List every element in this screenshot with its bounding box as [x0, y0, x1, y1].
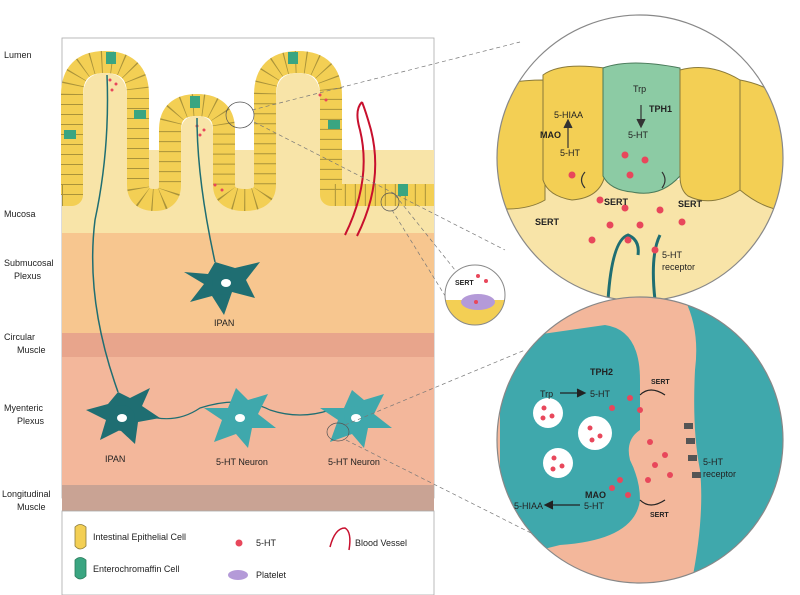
top-hiaa-label: 5-HIAA	[554, 110, 583, 120]
blood-vessel	[344, 101, 365, 236]
zoom-ring-villus	[225, 101, 255, 129]
ht-neuron-label-2: 5-HT Neuron	[328, 457, 380, 467]
bottom-hiaa-label: 5-HIAA	[514, 501, 543, 511]
ipan-fiber	[196, 117, 216, 263]
zoom-ring-vessel	[380, 192, 400, 212]
top-sert-1: SERT	[535, 217, 560, 227]
top-mao-label: MAO	[540, 130, 561, 140]
enterochromaffin-cells	[64, 52, 408, 196]
zoom-ring-synapse	[326, 422, 350, 442]
layer-label-circular: Circular	[4, 332, 35, 342]
top-receptor-label-1: 5-HT	[662, 250, 683, 260]
epithelial-cell	[542, 65, 606, 201]
circular-muscle-layer	[62, 333, 434, 357]
submucosal-layer	[62, 233, 434, 333]
layer-label-submucosal: Submucosal	[4, 258, 54, 268]
top-tph1-label: TPH1	[649, 104, 672, 114]
layer-label-submucosal-2: Plexus	[14, 271, 42, 281]
layer-label-myenteric-2: Plexus	[17, 416, 45, 426]
ipan-neuron-myenteric	[86, 388, 160, 444]
layer-label-circular-2: Muscle	[17, 345, 46, 355]
ipan-label-bottom: IPAN	[105, 454, 125, 464]
pathway-arrows	[543, 388, 666, 510]
bottom-receptor-label-1: 5-HT	[703, 457, 724, 467]
platelet-sert-label: SERT	[455, 280, 474, 287]
layer-label-mucosa: Mucosa	[4, 209, 36, 219]
top-receptor-label-2: receptor	[662, 262, 695, 272]
epithelial-cell	[679, 67, 741, 202]
serotonin-neuron-1	[204, 388, 276, 448]
serotonin-legend-icon	[235, 539, 243, 547]
ipan-neuron-submucosal	[184, 262, 260, 315]
epithelial-legend-icon	[74, 524, 87, 550]
bottom-ht-label-1: 5-HT	[590, 389, 611, 399]
blood-vessel-legend-icon	[329, 527, 351, 551]
bottom-trp-label: Trp	[540, 389, 553, 399]
ht-neuron-label-1: 5-HT Neuron	[216, 457, 268, 467]
bottom-sert-top: SERT	[651, 379, 670, 386]
layer-label-lumen: Lumen	[4, 50, 32, 60]
serotonin-dots-top	[568, 151, 686, 254]
legend-platelet-label: Platelet	[256, 570, 287, 580]
ipan-label-top: IPAN	[214, 318, 234, 328]
layer-label-myenteric: Myenteric	[4, 403, 44, 413]
bottom-receptor-label-2: receptor	[703, 469, 736, 479]
bottom-mao-label: MAO	[585, 490, 606, 500]
top-ht-left-label: 5-HT	[560, 148, 581, 158]
villus-core	[276, 73, 320, 200]
top-ht-right-label: 5-HT	[628, 130, 649, 140]
serotonin-neuron-2	[320, 390, 392, 448]
top-trp-label: Trp	[633, 84, 646, 94]
platelet-inset	[444, 264, 506, 326]
bottom-sert-bottom: SERT	[650, 512, 669, 519]
legend-blood-vessel-label: Blood Vessel	[355, 538, 407, 548]
villus-core	[181, 116, 213, 200]
layer-label-longitudinal-2: Muscle	[17, 502, 46, 512]
ipan-fiber	[91, 74, 119, 393]
villus-core	[83, 73, 127, 200]
layer-label-longitudinal: Longitudinal	[2, 489, 51, 499]
enterochromaffin-cell	[602, 62, 681, 194]
legend-serotonin-label: 5-HT	[256, 538, 277, 548]
platelet-legend-icon	[228, 570, 248, 580]
longitudinal-muscle-layer	[62, 485, 434, 511]
legend-epithelial-label: Intestinal Epithelial Cell	[93, 532, 186, 542]
receptors	[684, 423, 701, 478]
tissue-panel	[61, 37, 435, 511]
legend-enterochromaffin-label: Enterochromaffin Cell	[93, 564, 179, 574]
bottom-tph2-label: TPH2	[590, 367, 613, 377]
bottom-ht-label-2: 5-HT	[584, 501, 605, 511]
top-sert-2: SERT	[604, 197, 629, 207]
vesicles	[533, 395, 673, 498]
legend	[61, 510, 435, 595]
enterochromaffin-legend-icon	[74, 557, 87, 580]
top-sert-3: SERT	[678, 199, 703, 209]
presynaptic-neuron	[500, 325, 640, 560]
